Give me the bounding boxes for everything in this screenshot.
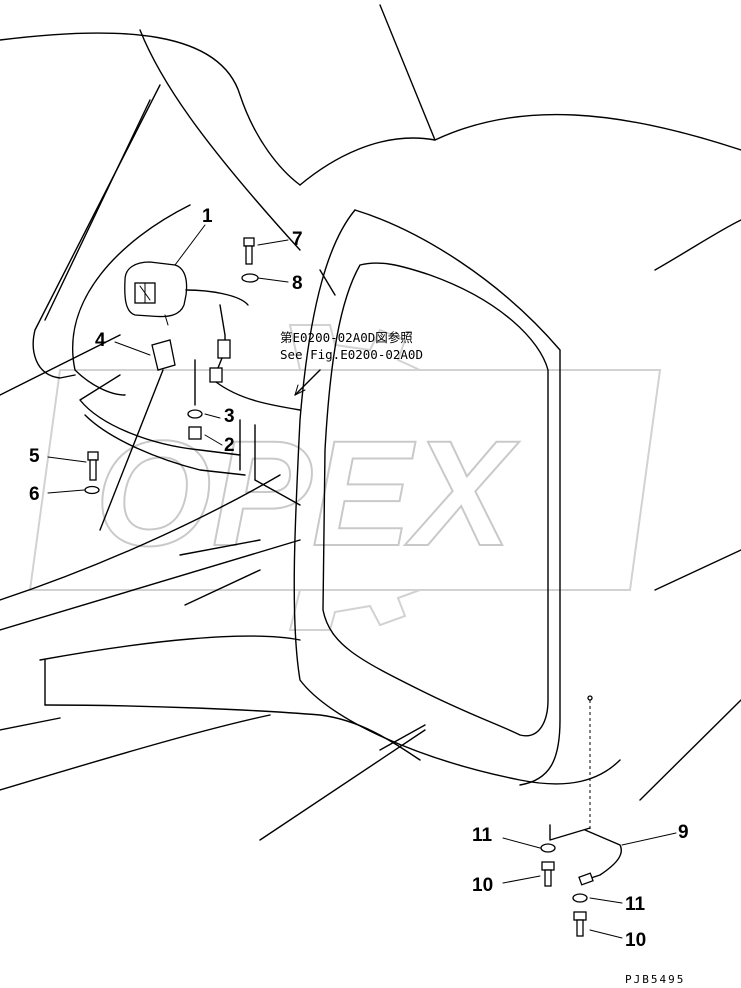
drawing-code: PJB5495 — [625, 973, 685, 986]
leader-lines — [47, 224, 677, 939]
callout-7: 7 — [292, 229, 303, 250]
callout-1: 1 — [202, 206, 213, 227]
machine-outline — [0, 4, 741, 841]
lamp-assembly — [79, 261, 321, 531]
callout-6: 6 — [29, 484, 40, 505]
watermark: OPEX — [28, 324, 662, 631]
callout-9: 9 — [678, 822, 689, 843]
watermark-text: OPEX — [95, 409, 520, 577]
reference-note: 第E0200-02A0D図参照 See Fig.E0200-02A0D — [280, 330, 423, 362]
fastener-parts — [84, 237, 622, 937]
callouts: 1 2 3 4 5 6 7 8 9 10 11 11 10 — [29, 206, 689, 951]
callout-2: 2 — [224, 435, 235, 456]
callout-5: 5 — [29, 446, 40, 467]
callout-3: 3 — [224, 406, 235, 427]
reference-note-english: See Fig.E0200-02A0D — [280, 347, 423, 362]
callout-8: 8 — [292, 273, 303, 294]
callout-10: 10 — [472, 875, 493, 896]
callout-10b: 10 — [625, 930, 646, 951]
callout-11b: 11 — [625, 894, 646, 915]
callout-11: 11 — [472, 825, 493, 846]
reference-note-japanese: 第E0200-02A0D図参照 — [280, 330, 413, 345]
callout-4: 4 — [95, 330, 106, 351]
